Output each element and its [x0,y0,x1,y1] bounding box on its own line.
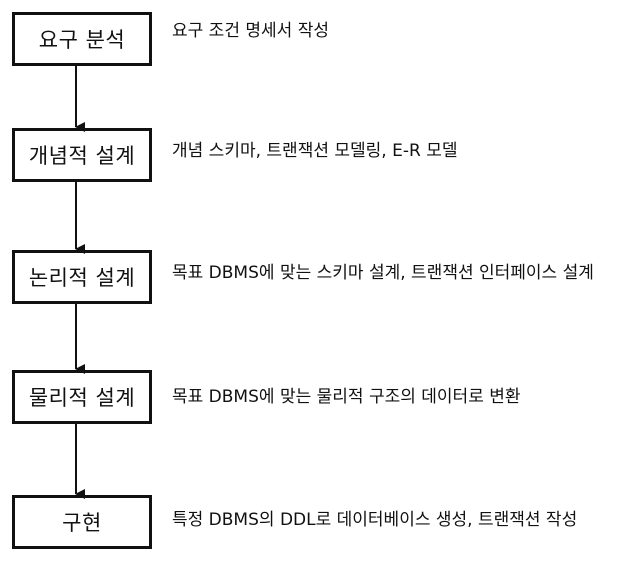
stage-label: 개념적 설계 [28,144,136,168]
stage-label: 물리적 설계 [28,386,136,410]
stage-box-conceptual-design: 개념적 설계 [12,128,152,182]
stage-label: 논리적 설계 [28,266,136,290]
stage-description: 개념 스키마, 트랜잭션 모델링, E-R 모델 [172,141,458,161]
stage-label: 구현 [62,511,102,535]
stage-label: 요구 분석 [38,28,126,52]
stage-description: 목표 DBMS에 맞는 스키마 설계, 트랜잭션 인터페이스 설계 [172,263,594,283]
stage-description: 요구 조건 명세서 작성 [172,21,329,41]
stage-box-logical-design: 논리적 설계 [12,250,152,304]
stage-description: 특정 DBMS의 DDL로 데이터베이스 생성, 트랜잭션 작성 [172,510,578,530]
stage-description: 목표 DBMS에 맞는 물리적 구조의 데이터로 변환 [172,387,521,407]
stage-box-requirements-analysis: 요구 분석 [12,12,152,66]
